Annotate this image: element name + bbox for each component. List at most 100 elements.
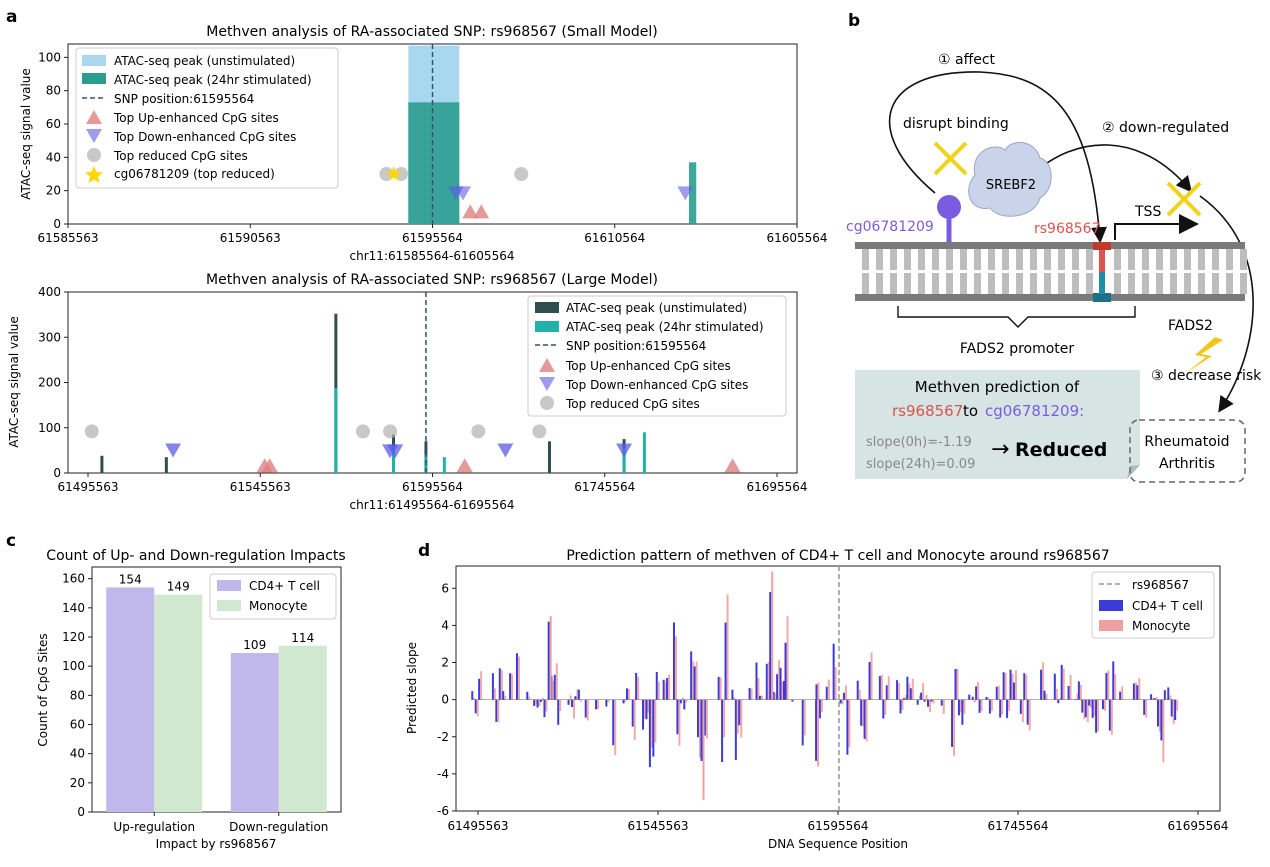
- dna-rung: [862, 249, 869, 270]
- chart-a-large-ylabel: ATAC-seq signal value: [7, 316, 21, 448]
- y-tick-label: 0: [53, 217, 61, 231]
- legend-label: ATAC-seq peak (24hr stimulated): [566, 320, 764, 334]
- chart-a-large-legend: ATAC-seq peak (unstimulated) ATAC-seq pe…: [528, 296, 786, 416]
- cd4-slope-bar: [780, 668, 782, 700]
- cd4-slope-bar: [1020, 700, 1022, 714]
- cd4-slope-bar: [955, 669, 957, 700]
- promoter-brace: [898, 306, 1135, 327]
- monocyte-slope-bar: [706, 700, 708, 739]
- y-tick-label: -4: [437, 767, 449, 781]
- chart-a-small-xlabel: chr11:61585564-61605564: [350, 249, 515, 263]
- cd4-slope-bar: [755, 662, 757, 699]
- y-tick-label: 60: [70, 718, 85, 732]
- cd4-slope-bar: [1023, 673, 1025, 699]
- cd4-slope-bar: [1164, 690, 1166, 699]
- cd4-slope-bar: [526, 692, 528, 700]
- monocyte-slope-bar: [898, 683, 900, 700]
- chart-a-small-title: Methven analysis of RA-associated SNP: r…: [206, 24, 657, 40]
- monocyte-slope-bar: [685, 700, 687, 703]
- legend-label: SNP position:61595564: [114, 92, 254, 106]
- cd4-slope-bar: [1143, 700, 1145, 715]
- cd4-slope-bar: [900, 700, 902, 714]
- y-tick-label: 0: [77, 805, 85, 819]
- chart-a-small-marks: [379, 44, 696, 224]
- x-tick-label: 61695564: [1167, 819, 1228, 833]
- dna-rung: [904, 273, 911, 294]
- cd4-slope-bar: [961, 700, 963, 725]
- cd4-slope-bar: [632, 700, 634, 727]
- cd4-slope-bar: [979, 700, 981, 713]
- monocyte-slope-bar: [702, 700, 704, 800]
- monocyte-slope-bar: [497, 700, 499, 722]
- y-tick-label: 120: [62, 630, 85, 644]
- cd4-slope-bar: [766, 664, 768, 700]
- monocyte-slope-bar: [727, 595, 729, 700]
- dna-rung: [890, 273, 897, 294]
- monocyte-slope-bar: [771, 572, 773, 700]
- cd4-slope-bar: [694, 666, 696, 699]
- monocyte-slope-bar: [866, 700, 868, 742]
- bar-value-label: 149: [167, 580, 190, 594]
- cd4-slope-bar: [815, 700, 817, 761]
- dna-rung: [1044, 249, 1051, 270]
- legend-swatch-cd4: [217, 580, 241, 591]
- panel-letter-b: b: [848, 11, 860, 31]
- cd4-slope-bar: [860, 700, 862, 726]
- monocyte-slope-bar: [932, 700, 934, 704]
- cd4-slope-bar: [585, 700, 587, 718]
- cd4-slope-bar: [846, 700, 848, 755]
- chart-d-ylabel: Predicted slope: [405, 642, 419, 734]
- cd4-slope-bar: [927, 700, 929, 707]
- legend-label: Monocyte: [249, 599, 307, 613]
- monocyte-slope-bar: [1097, 700, 1099, 732]
- cd4-slope-bar: [725, 623, 727, 700]
- monocyte-slope-bar: [859, 690, 861, 700]
- cd4-slope-bar: [1010, 670, 1012, 700]
- legend-label: rs968567: [1132, 578, 1189, 592]
- monocyte-slope-bar: [1104, 700, 1106, 711]
- x-tick-label: 61545563: [230, 480, 291, 494]
- cd4-slope-bar: [1167, 687, 1169, 699]
- cd4-slope-bar: [649, 700, 651, 767]
- panel-letter-a: a: [6, 7, 17, 27]
- x-tick-label: 61745564: [574, 480, 635, 494]
- monocyte-slope-bar: [545, 700, 547, 712]
- cd4-slope-bar: [879, 676, 881, 700]
- monocyte-slope-bar: [902, 700, 904, 710]
- monocyte-slope-bar: [912, 679, 914, 700]
- cd4-slope-bar: [612, 700, 614, 746]
- cd4-slope-bar: [999, 700, 1001, 718]
- legend-swatch-unstim: [535, 302, 559, 313]
- dna-rung: [946, 249, 953, 270]
- monocyte-slope-bar: [881, 675, 883, 700]
- cd4-slope-bar: [951, 700, 953, 747]
- x-tick-label: 61595564: [402, 231, 463, 245]
- x-tick-label: 61745564: [987, 819, 1048, 833]
- disrupt-label: disrupt binding: [903, 116, 1009, 132]
- dna-rung: [1086, 249, 1093, 270]
- y-tick-label: 40: [70, 747, 85, 761]
- monocyte-slope-bar: [675, 636, 677, 699]
- srebf2-label: SREBF2: [986, 178, 1036, 193]
- atac-peak-stim: [443, 457, 446, 473]
- reduced-cpg-marker: [356, 424, 370, 438]
- cd4-slope-bar: [1054, 674, 1056, 700]
- y-tick-label: 100: [38, 421, 61, 435]
- monocyte-slope-bar: [587, 700, 589, 721]
- disease-line2: Arthritis: [1159, 456, 1215, 472]
- cd4-slope-bar: [769, 592, 771, 700]
- monocyte-slope-bar: [963, 700, 965, 714]
- monocyte-slope-bar: [1015, 670, 1017, 699]
- cd4-slope-bar: [663, 680, 665, 700]
- cd4-slope-bar: [721, 700, 723, 762]
- monocyte-slope-bar: [628, 689, 630, 699]
- monocyte-slope-bar: [654, 700, 656, 743]
- dna-rung: [1128, 249, 1135, 270]
- dna-rung: [1058, 273, 1065, 294]
- chart-a-large-model: Methven analysis of RA-associated SNP: r…: [7, 272, 808, 512]
- cd4-slope-bar: [864, 700, 866, 739]
- monocyte-slope-bar: [977, 682, 979, 700]
- monocyte-slope-bar: [1145, 700, 1147, 718]
- chart-a-large-title: Methven analysis of RA-associated SNP: r…: [206, 272, 658, 288]
- dna-rung: [1016, 273, 1023, 294]
